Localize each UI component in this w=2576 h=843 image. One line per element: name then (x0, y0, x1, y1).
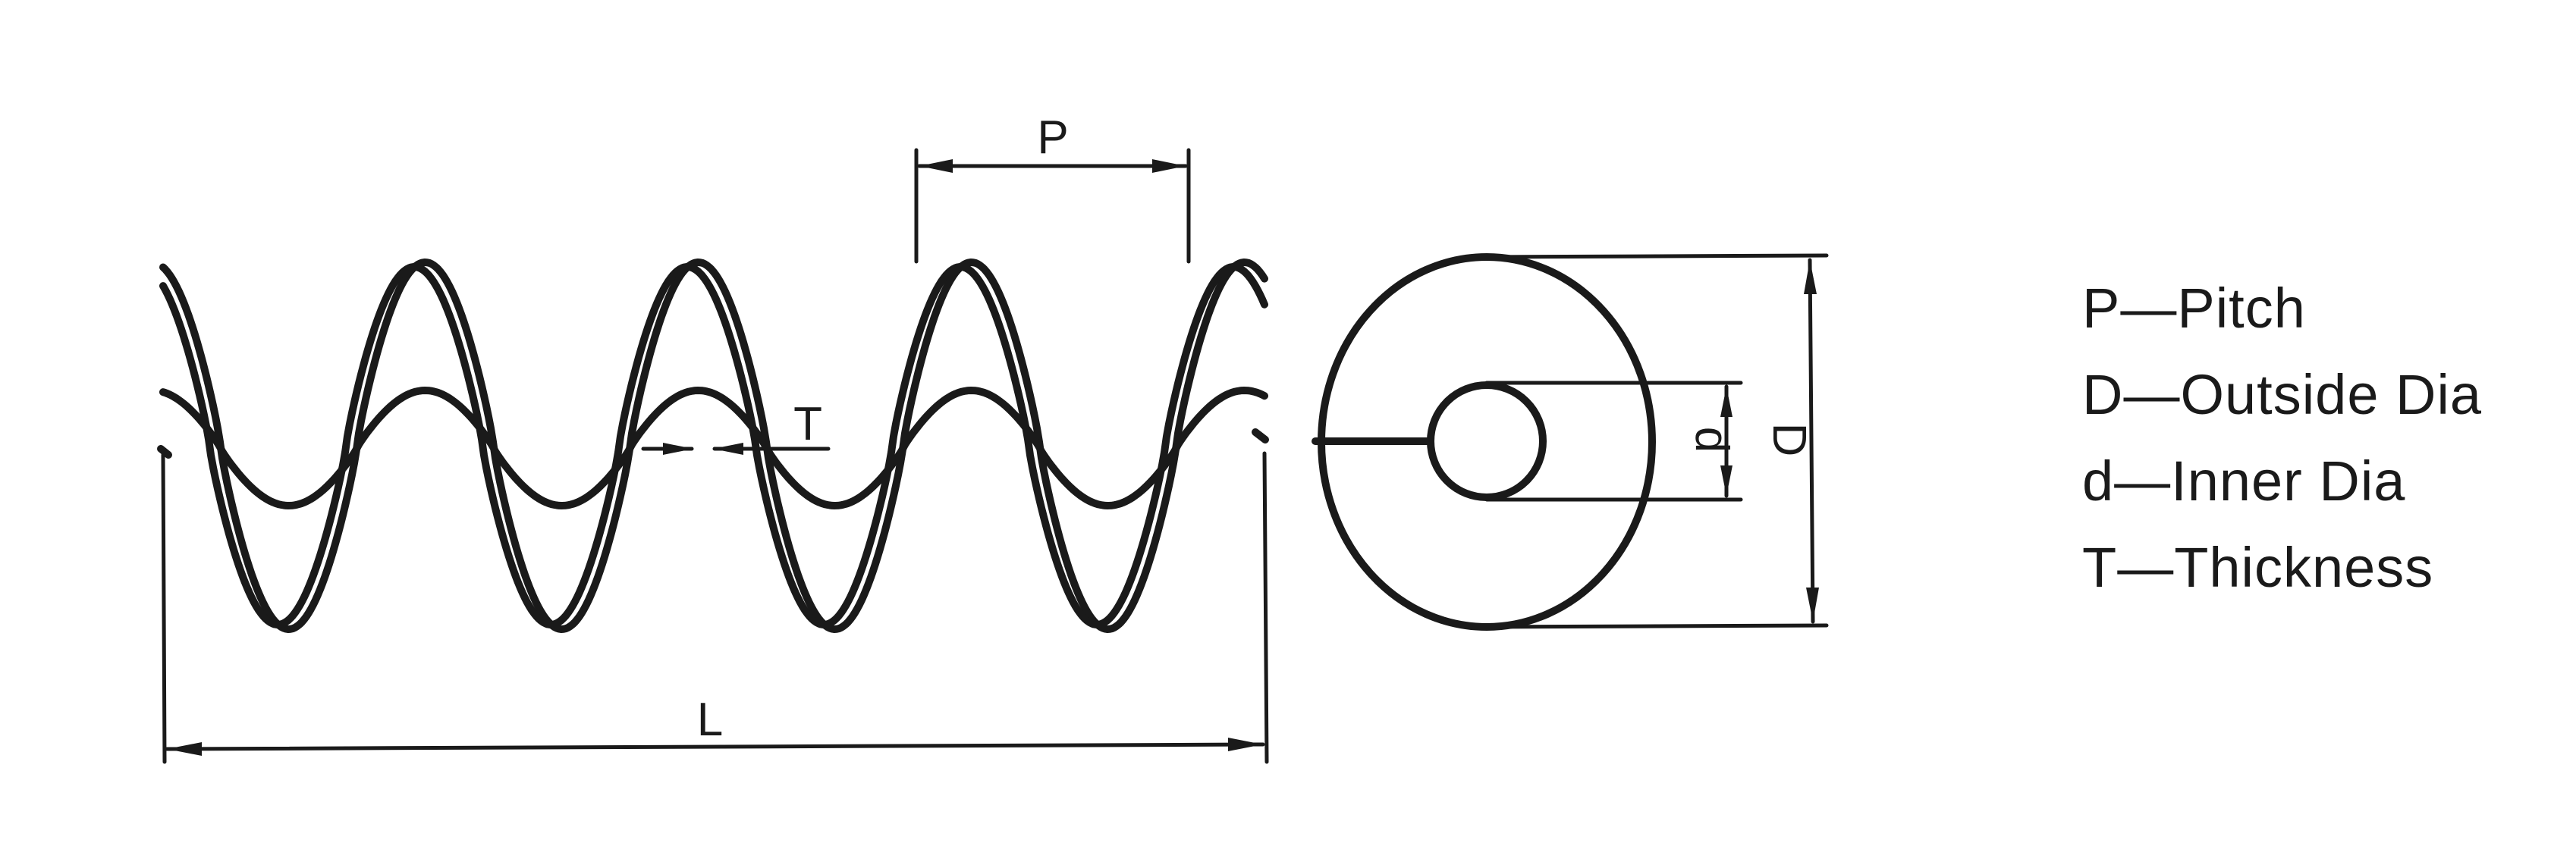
thickness-arrow-right (713, 443, 743, 455)
outside-dia-dimension-line (1808, 258, 1815, 624)
end-view-inner-circle (1427, 381, 1547, 501)
pitch-arrow-left (919, 159, 953, 173)
length-label: L (697, 694, 723, 746)
legend-item: d—Inner Dia (2082, 438, 2482, 525)
legend-meaning: Thickness (2174, 536, 2434, 599)
spring-outer-coil (159, 259, 1268, 633)
outside-dia-extension-top (1484, 253, 1829, 259)
legend-item: D—Outside Dia (2082, 352, 2482, 438)
pitch-dimension: P (914, 111, 1191, 264)
spring-back-strands (159, 263, 1268, 628)
spring-right-end (1252, 428, 1269, 443)
legend-symbol: P (2082, 277, 2121, 340)
legend-symbol: d (2082, 450, 2115, 512)
thickness-label: T (793, 398, 822, 450)
outside-dia-arrow-bottom (1806, 588, 1819, 622)
pitch-label: P (1037, 111, 1068, 164)
length-dimension: L (161, 451, 1269, 764)
inner-dia-arrow-top (1720, 387, 1733, 417)
outside-dia-label: D (1763, 423, 1815, 457)
inner-dia-dimension: d (1484, 381, 1743, 502)
outside-dia-dimension: D (1484, 253, 1829, 629)
length-arrow-left (167, 742, 202, 756)
legend-separator: — (2114, 450, 2172, 512)
legend-item: T—Thickness (2082, 525, 2482, 611)
legend-separator: — (2117, 536, 2175, 599)
outside-dia-arrow-top (1804, 260, 1817, 294)
inner-dia-label: d (1685, 427, 1738, 453)
inner-dia-arrow-bottom (1720, 465, 1733, 496)
outside-dia-extension-bottom (1484, 623, 1829, 629)
legend-symbol: D (2082, 363, 2124, 426)
thickness-arrow-left (663, 443, 693, 455)
spring-end-view (1312, 253, 1656, 631)
legend-symbol: T (2082, 536, 2118, 599)
thickness-dimension: T (641, 398, 831, 455)
spring-side-view (157, 259, 1269, 633)
legend-separator: — (2120, 277, 2178, 340)
spring-left-end (157, 445, 172, 459)
length-arrow-right (1228, 738, 1263, 751)
length-extension-left (161, 453, 167, 764)
legend-separator: — (2123, 363, 2181, 426)
pitch-arrow-right (1152, 159, 1186, 173)
length-dimension-line (165, 742, 1265, 751)
legend-meaning: Outside Dia (2180, 363, 2483, 426)
legend-meaning: Inner Dia (2171, 450, 2406, 512)
legend-meaning: Pitch (2177, 277, 2306, 340)
legend-item: P—Pitch (2082, 265, 2482, 352)
length-extension-right (1262, 451, 1269, 764)
